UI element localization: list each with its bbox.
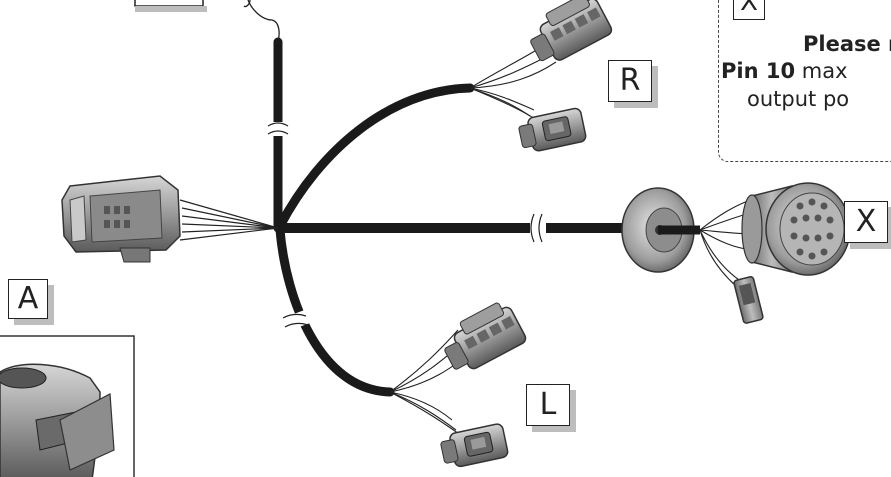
notice-line2-rest: max — [795, 59, 848, 84]
label-x-notice: X — [733, 0, 765, 20]
notice-line1: Please n — [802, 32, 891, 56]
thin-top-wire-2 — [243, 0, 251, 8]
trunk-break-mark — [266, 122, 292, 136]
branch-l-cable — [275, 225, 395, 397]
inset-detail — [0, 335, 135, 477]
small-plug-icon — [733, 276, 764, 324]
top-left-label-shadow — [135, 6, 207, 12]
connector-l-icon — [440, 302, 527, 468]
label-l: L — [526, 384, 570, 426]
notice-text: Please n Pin 10 max output po — [719, 31, 891, 113]
label-a: A — [8, 279, 48, 319]
branch-l-break-mark — [278, 309, 312, 333]
label-r: R — [608, 60, 652, 102]
branch-x-break-mark — [530, 213, 546, 244]
branch-r-cable — [275, 83, 475, 231]
notice-line3: output po — [747, 86, 850, 111]
notice-pin-label: Pin 10 — [721, 59, 796, 84]
thin-top-wire — [247, 0, 280, 43]
connector-a-icon — [61, 175, 181, 263]
connector-a-wires — [179, 199, 279, 241]
label-x: X — [844, 201, 888, 243]
connector-r-icon — [518, 0, 613, 152]
connector-x-icon — [741, 182, 851, 276]
top-left-label-stub — [134, 0, 204, 7]
notice-box: Please n Pin 10 max output po — [718, 0, 891, 162]
